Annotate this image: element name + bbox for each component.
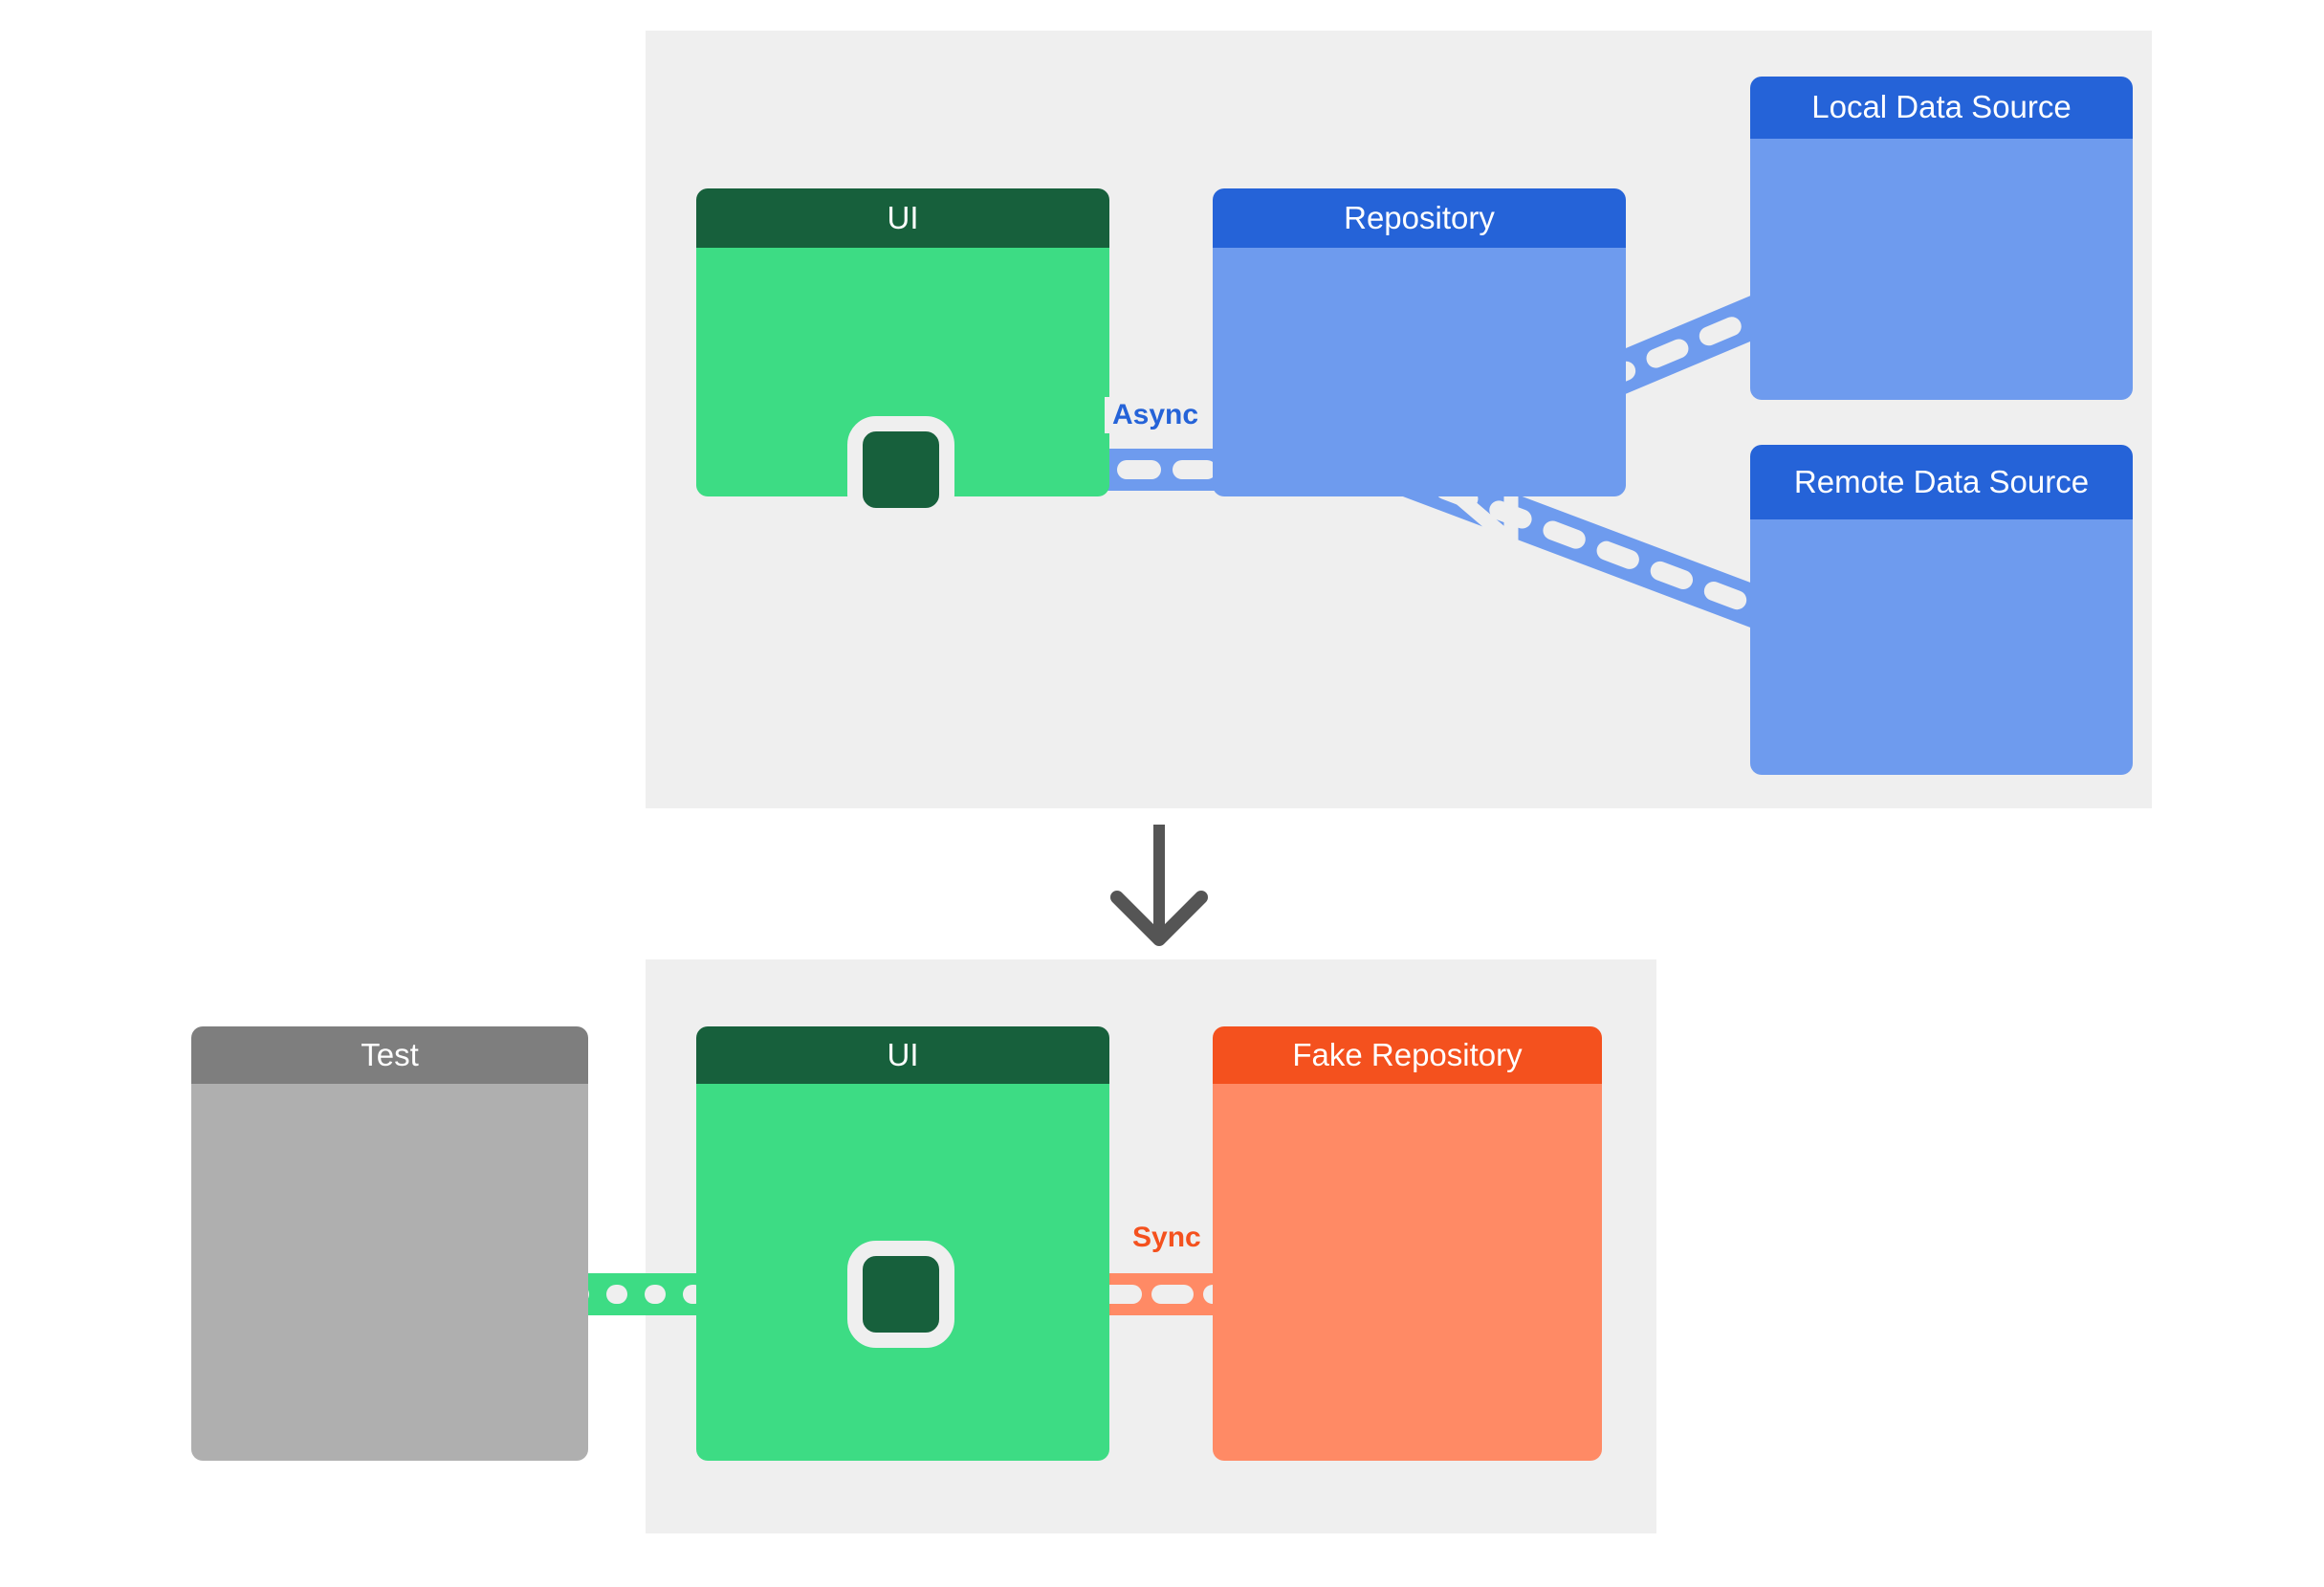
card-repository-body <box>1213 248 1626 496</box>
ui-production-port-icon <box>847 416 954 523</box>
card-repository[interactable]: Repository <box>1213 188 1626 496</box>
card-test[interactable]: Test <box>191 1026 588 1461</box>
card-test-body <box>191 1084 588 1461</box>
card-fake-repository-title: Fake Repository <box>1213 1026 1602 1084</box>
card-local-data-source[interactable]: Local Data Source <box>1750 77 2133 400</box>
card-local-data-source-body <box>1750 139 2133 400</box>
edge-label-sync: Sync <box>1125 1220 1209 1256</box>
card-local-data-source-title: Local Data Source <box>1750 77 2133 139</box>
card-fake-repository-body <box>1213 1084 1602 1461</box>
down-arrow-icon <box>1110 825 1208 946</box>
card-remote-data-source-title: Remote Data Source <box>1750 445 2133 519</box>
card-repository-title: Repository <box>1213 188 1626 248</box>
card-test-title: Test <box>191 1026 588 1084</box>
card-ui-production-title: UI <box>696 188 1109 248</box>
ui-test-port-icon <box>847 1241 954 1348</box>
card-remote-data-source-body <box>1750 519 2133 775</box>
card-remote-data-source[interactable]: Remote Data Source <box>1750 445 2133 775</box>
card-ui-test-title: UI <box>696 1026 1109 1084</box>
edge-label-async: Async <box>1105 397 1207 433</box>
card-fake-repository[interactable]: Fake Repository <box>1213 1026 1602 1461</box>
